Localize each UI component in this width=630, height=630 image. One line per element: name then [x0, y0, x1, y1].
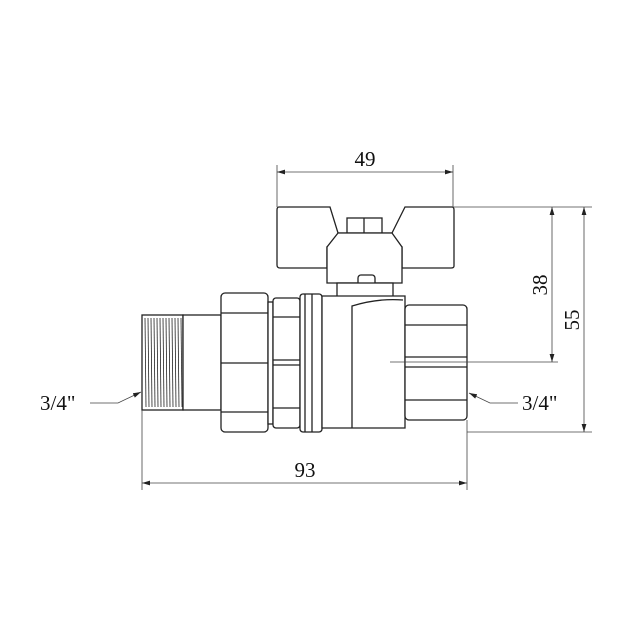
thread-line	[162, 317, 165, 408]
thread-label-right-group: 3/4"	[468, 391, 557, 415]
thread-line	[174, 317, 177, 408]
female-hex-end	[404, 304, 468, 421]
thread-line	[171, 317, 174, 408]
valve-body-group	[141, 206, 468, 433]
dimension-length: 93	[141, 410, 468, 490]
thread-label-left-group: 3/4"	[40, 391, 142, 415]
dim-label-49: 49	[355, 147, 376, 171]
handle-cap	[326, 232, 403, 284]
dimension-heights: 38 55	[390, 206, 592, 433]
nipple	[182, 314, 222, 411]
body-flange	[299, 293, 323, 433]
thread-line	[153, 317, 156, 408]
thread-line	[177, 317, 180, 408]
dim-label-38: 38	[528, 275, 552, 296]
thread-line	[147, 317, 150, 408]
dim-label-93: 93	[295, 458, 316, 482]
thread-line	[165, 317, 168, 408]
thread-label-left: 3/4"	[40, 391, 75, 415]
thread-line	[159, 317, 162, 408]
thread-line	[144, 317, 147, 408]
thread-line	[156, 317, 159, 408]
thread-line	[168, 317, 171, 408]
thread-line	[150, 317, 153, 408]
thread-line	[180, 317, 183, 408]
dimension-handle-width: 49	[276, 147, 454, 207]
thread-label-right: 3/4"	[522, 391, 557, 415]
dim-label-55: 55	[560, 310, 584, 331]
